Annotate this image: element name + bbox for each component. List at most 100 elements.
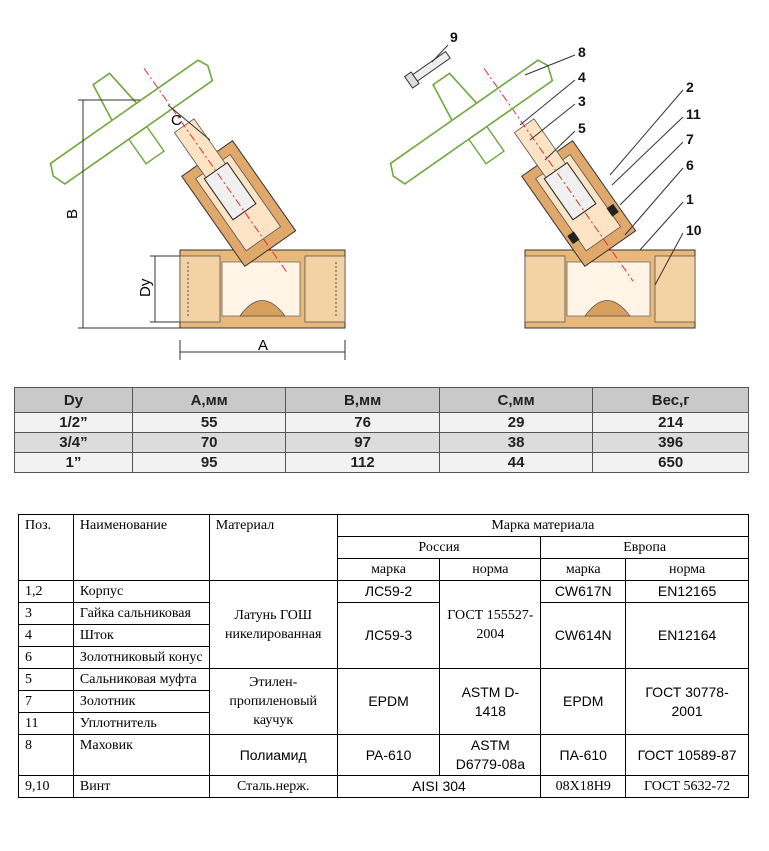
header-europe: Европа (540, 536, 749, 559)
cell-eu-norm: EN12164 (625, 602, 749, 669)
table-row: 5 Сальниковая муфта Этилен-пропиленовый … (18, 668, 749, 735)
valve-exploded-drawing: 9 8 4 3 5 2 11 7 6 1 10 (389, 29, 702, 329)
cell-ru-grade: PA-610 (336, 734, 441, 776)
valve-body-right (524, 249, 696, 329)
table-row: 1/2” 55 76 29 214 (14, 412, 749, 433)
cell-material-brass: Латунь ГОШ никелированная (208, 580, 338, 669)
handwheel-right (389, 59, 554, 185)
cell-pos: 1,2 (18, 580, 74, 603)
col-header-dy: Dy (14, 387, 133, 413)
cell-name: Шток (72, 624, 210, 647)
cell-name: Золотниковый конус (72, 646, 210, 669)
dim-label-a: A (258, 337, 268, 354)
callout-5: 5 (578, 120, 586, 136)
col-header-b: B,мм (285, 387, 440, 413)
cell-eu-grade: CW617N (540, 580, 627, 603)
table-row: 8 Маховик Полиамид PA-610 ASTM D6779-08a… (18, 734, 749, 776)
cell-c: 38 (438, 432, 594, 453)
cell-b: 76 (285, 412, 440, 433)
callout-9: 9 (450, 29, 458, 45)
cell-c: 29 (438, 412, 594, 433)
table-row: 7 Золотник (18, 690, 749, 713)
cell-pos: 6 (18, 646, 74, 669)
screw-9 (403, 50, 451, 89)
header-russia: Россия (336, 536, 542, 559)
header-material: Материал (208, 514, 338, 581)
cell-eu-norm: ГОСТ 5632-72 (625, 775, 749, 798)
col-header-c: C,мм (438, 387, 594, 413)
dim-label-dy: Dy (137, 278, 154, 297)
cell-a: 95 (131, 452, 287, 473)
callout-4: 4 (578, 69, 586, 85)
valve-body-left (179, 249, 346, 329)
cell-a: 70 (131, 432, 287, 453)
cell-dy: 3/4” (14, 432, 133, 453)
table-row: 1,2 Корпус Латунь ГОШ никелированная ЛС5… (18, 580, 749, 669)
cell-ru-norm: ASTM D-1418 (439, 668, 542, 735)
col-header-weight: Вес,г (592, 387, 749, 413)
cell-ru-norm-gost: ГОСТ 155527-2004 (439, 580, 542, 669)
cell-pos: 5 (18, 668, 74, 691)
handwheel-left (49, 59, 214, 185)
cell-name: Сальниковая муфта (72, 668, 210, 691)
materials-table: Поз. Наименование Материал Марка материа… (18, 514, 750, 798)
callout-10: 10 (686, 222, 702, 238)
cell-name: Золотник (72, 690, 210, 713)
cell-ru-grade: ЛС59-2 (336, 580, 441, 603)
cell-name: Гайка сальниковая (72, 602, 210, 625)
table-row: 3 Гайка сальниковая ЛС59-3 CW614N EN1216… (18, 602, 749, 669)
cell-pos: 9,10 (18, 775, 74, 798)
header-pos: Поз. (18, 514, 74, 581)
cell-pos: 11 (18, 712, 74, 735)
cell-b: 97 (285, 432, 440, 453)
valve-dimension-drawing: B C Dy A (49, 59, 346, 360)
cell-name: Корпус (72, 580, 210, 603)
cell-ru-grade: EPDM (336, 668, 441, 735)
table-row: 11 Уплотнитель (18, 712, 749, 735)
dimension-lines-left (78, 99, 346, 360)
table-row: 9,10 Винт Сталь.нерж. AISI 304 08Х18Н9 Г… (18, 775, 749, 798)
cell-a: 55 (131, 412, 287, 433)
cell-eu-grade: EPDM (540, 668, 627, 735)
cell-name: Маховик (72, 734, 210, 776)
cell-eu-norm: ГОСТ 30778-2001 (625, 668, 749, 735)
valve-bonnet-left (143, 68, 297, 274)
cell-pos: 7 (18, 690, 74, 713)
callout-8: 8 (578, 44, 586, 60)
cell-dy: 1” (14, 452, 133, 473)
callout-2: 2 (686, 79, 694, 95)
callout-3: 3 (578, 93, 586, 109)
cell-name: Винт (72, 775, 210, 798)
dim-label-c: C (171, 112, 182, 129)
header-marka-ru: марка (336, 558, 441, 581)
cell-ru-grade: ЛС59-3 (336, 602, 441, 669)
callout-1: 1 (686, 191, 694, 207)
callout-11: 11 (686, 106, 701, 122)
cell-pos: 8 (18, 734, 74, 776)
cell-weight: 396 (592, 432, 749, 453)
dimensions-header-row: Dy A,мм B,мм C,мм Вес,г (14, 387, 749, 413)
cell-weight: 650 (592, 452, 749, 473)
cell-name: Уплотнитель (72, 712, 210, 735)
header-norma-eu: норма (625, 558, 749, 581)
cell-pos: 4 (18, 624, 74, 647)
cell-material-epdm: Этилен-пропиленовый каучук (208, 668, 338, 735)
table-row: 3/4” 70 97 38 396 (14, 432, 749, 453)
header-marka-eu: марка (540, 558, 627, 581)
cell-c: 44 (438, 452, 594, 473)
dim-label-b: B (64, 209, 81, 219)
cell-dy: 1/2” (14, 412, 133, 433)
header-grade: Марка материала (336, 514, 750, 537)
callout-7: 7 (686, 131, 694, 147)
cell-material-pa: Полиамид (208, 734, 338, 776)
callout-leaders (431, 44, 684, 286)
cell-material-steel: Сталь.нерж. (208, 775, 338, 798)
cell-b: 112 (285, 452, 440, 473)
callout-6: 6 (686, 157, 694, 173)
cell-eu-norm: EN12165 (625, 580, 749, 603)
cell-weight: 214 (592, 412, 749, 433)
header-norma-ru: норма (439, 558, 542, 581)
cell-ru-grade: AISI 304 (336, 775, 542, 798)
dimensions-table: Dy A,мм B,мм C,мм Вес,г 1/2” 55 76 29 21… (14, 387, 749, 473)
cell-ru-norm: ASTM D6779-08a (439, 734, 542, 776)
